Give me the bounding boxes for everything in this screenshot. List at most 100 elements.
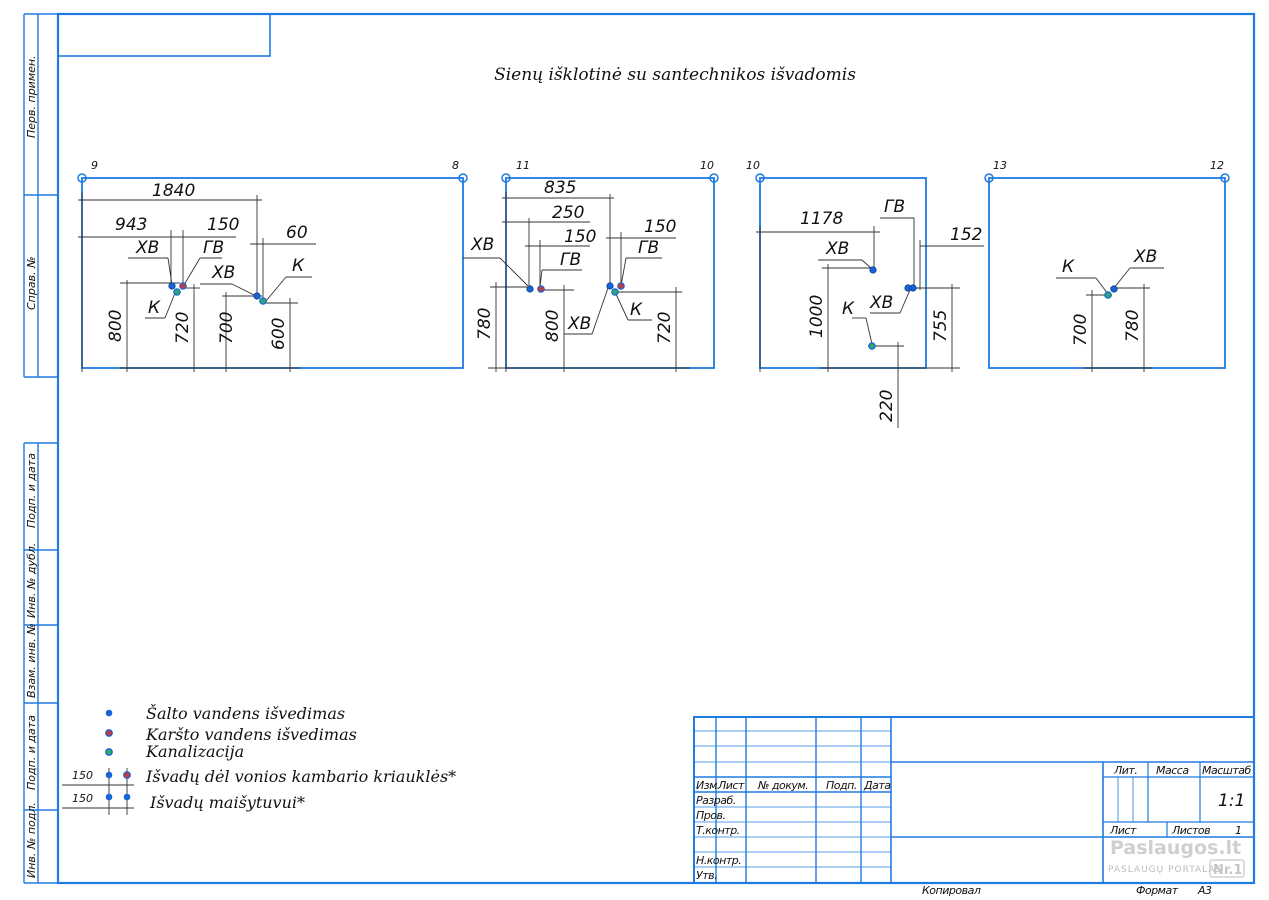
corner-label: 9 bbox=[91, 159, 98, 172]
corner-label: 8 bbox=[452, 159, 459, 172]
dimension-lines bbox=[463, 192, 690, 372]
pipe-label: ГВ bbox=[560, 250, 581, 270]
tb-scale-value: 1:1 bbox=[1218, 791, 1245, 811]
pair-dimension: 150 bbox=[72, 769, 93, 782]
dimension-label: 720 bbox=[173, 312, 193, 344]
tb-header: Изм. bbox=[696, 779, 720, 792]
sewer-outlet bbox=[1104, 291, 1112, 299]
dimension-label: 780 bbox=[475, 308, 495, 340]
cold-water-outlet bbox=[526, 285, 534, 293]
watermark-name: Paslaugos.lt bbox=[1110, 837, 1241, 859]
corner-label: 12 bbox=[1210, 159, 1224, 172]
dimension-label: 150 bbox=[207, 215, 239, 235]
pipe-label: ХВ bbox=[567, 314, 591, 334]
cold-water-outlet bbox=[168, 282, 176, 290]
cold-water-legend-icon bbox=[123, 793, 131, 801]
dimension-label: 800 bbox=[543, 310, 563, 342]
corner-label: 10 bbox=[700, 159, 714, 172]
side-stamp-labels: Перв. примен. Справ. № Подп. и дата Инв.… bbox=[25, 55, 38, 878]
title-block: Изм. Лист № докум. Подп. Дата Разраб. Пр… bbox=[693, 716, 1255, 884]
pipe-label: К bbox=[630, 300, 643, 320]
tb-sheets-label: Листов bbox=[1171, 824, 1210, 837]
tb-mass-label: Масса bbox=[1156, 764, 1189, 777]
watermark-tag: PASLAUGŲ PORTALAS bbox=[1108, 865, 1222, 875]
pipe-label: ХВ bbox=[211, 263, 235, 283]
dimension-label: 720 bbox=[655, 312, 675, 344]
corner-marker bbox=[1220, 173, 1230, 183]
corner-marker bbox=[755, 173, 765, 183]
pipe-label: ХВ bbox=[135, 238, 159, 258]
dimension-label: 943 bbox=[115, 215, 147, 235]
legend-item: Karšto vandens išvedimas bbox=[145, 725, 357, 744]
pipe-label: ХВ bbox=[825, 239, 849, 259]
dimension-label: 152 bbox=[950, 225, 982, 245]
cold-water-legend-icon bbox=[105, 793, 113, 801]
tb-header: Дата bbox=[863, 779, 891, 792]
pipe-label: ХВ bbox=[1133, 247, 1157, 267]
corner-label: 13 bbox=[993, 159, 1007, 172]
side-label: Перв. примен. bbox=[25, 55, 38, 138]
side-label: Взам. инв. № bbox=[25, 623, 38, 698]
pipe-label: ГВ bbox=[884, 197, 905, 217]
legend-item: Išvadų dėl vonios kambario kriauklės* bbox=[145, 767, 456, 786]
pipe-label: ХВ bbox=[869, 293, 893, 313]
dimension-label: 700 bbox=[1071, 314, 1091, 346]
tb-row-label: Разраб. bbox=[696, 794, 736, 807]
corner-marker bbox=[709, 173, 719, 183]
wall-elevation-3: 10 1178 ГВ 152 bbox=[746, 159, 984, 428]
side-label: Подп. и дата bbox=[25, 453, 38, 528]
side-label: Подп. и дата bbox=[25, 715, 38, 790]
tb-row-label: Утв. bbox=[696, 869, 717, 882]
drawing-title: Sienų išklotinė su santechnikos išvadomi… bbox=[494, 65, 856, 85]
pipe-label: К bbox=[842, 299, 855, 319]
corner-marker bbox=[984, 173, 994, 183]
legend-pair-mixer: 150 Išvadų maišytuvui* bbox=[62, 790, 305, 815]
cold-water-outlet bbox=[253, 292, 261, 300]
tb-sheet-label: Лист bbox=[1109, 824, 1137, 837]
dimension-label: 780 bbox=[1123, 310, 1143, 342]
dimension-label: 700 bbox=[217, 312, 237, 344]
cold-water-outlet bbox=[1110, 285, 1118, 293]
dimension-label: 800 bbox=[106, 310, 126, 342]
pipe-label: ХВ bbox=[470, 235, 494, 255]
hot-water-legend-icon bbox=[123, 771, 131, 779]
dimension-label: 755 bbox=[931, 310, 951, 342]
sewer-outlet bbox=[868, 342, 876, 350]
legend: Šalto vandens išvedimas Karšto vandens i… bbox=[62, 703, 456, 815]
cold-water-legend-icon bbox=[105, 709, 113, 717]
pipe-label: ГВ bbox=[638, 238, 659, 258]
sewer-outlet bbox=[611, 288, 619, 296]
dimension-label: 1178 bbox=[800, 209, 843, 229]
corner-marker bbox=[77, 173, 87, 183]
watermark-logo: Paslaugos.lt PASLAUGŲ PORTALAS Nr.1 bbox=[1108, 837, 1245, 878]
legend-pair-sink: 150 Išvadų dėl vonios kambario kriauklės… bbox=[62, 767, 456, 792]
wall-elevation-2: 11 10 bbox=[463, 159, 719, 372]
legend-item: Kanalizacija bbox=[145, 742, 244, 761]
wall-elevation-4: 13 12 К ХВ 700 780 bbox=[984, 159, 1230, 372]
legend-item: Šalto vandens išvedimas bbox=[146, 703, 345, 723]
wall-elevation-1: 9 8 bbox=[77, 159, 468, 372]
tb-sheets-value: 1 bbox=[1235, 824, 1242, 837]
side-label: Справ. № bbox=[25, 256, 38, 310]
watermark-badge bbox=[1209, 859, 1245, 878]
dimension-label: 150 bbox=[564, 227, 596, 247]
side-label: Инв. № подл. bbox=[25, 802, 38, 878]
drawing-frame bbox=[23, 12, 1256, 885]
watermark-rank: Nr.1 bbox=[1213, 863, 1242, 878]
pipe-label: К bbox=[148, 298, 161, 318]
tb-scale-label: Масштаб bbox=[1202, 764, 1251, 777]
tb-header: № докум. bbox=[757, 779, 808, 792]
dimension-label: 60 bbox=[286, 223, 308, 243]
corner-marker bbox=[458, 173, 468, 183]
dimension-label: 220 bbox=[877, 390, 897, 422]
cold-water-legend-icon bbox=[105, 771, 113, 779]
hot-water-outlet bbox=[537, 285, 545, 293]
cold-water-outlet bbox=[606, 282, 614, 290]
cold-water-outlet bbox=[869, 266, 877, 274]
sheet-footer: Копировал Формат А3 bbox=[922, 884, 1213, 897]
corner-label: 11 bbox=[516, 159, 530, 172]
hot-water-outlet bbox=[179, 282, 187, 290]
tb-header: Подп. bbox=[826, 779, 857, 792]
pipe-label: К bbox=[1062, 257, 1075, 277]
